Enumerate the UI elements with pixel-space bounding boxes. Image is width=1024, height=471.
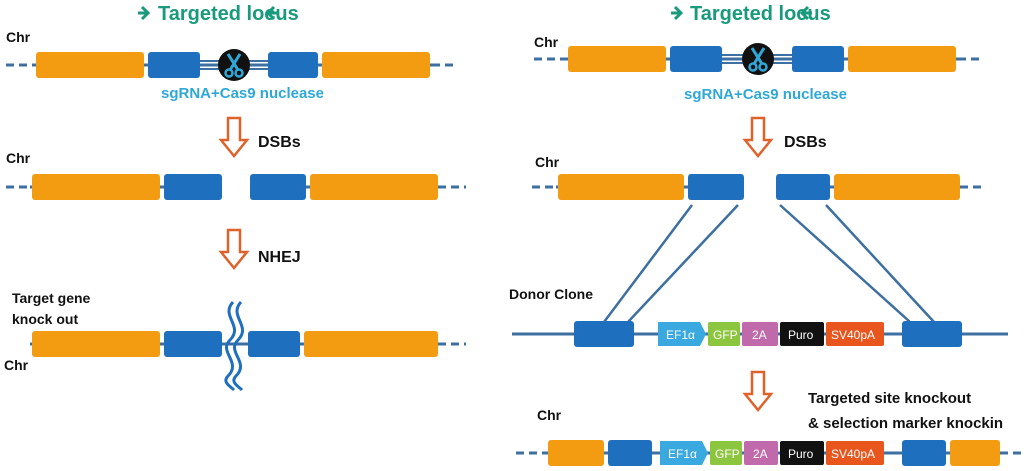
- t2a-box: [744, 441, 778, 465]
- exon-orange: [950, 440, 1000, 466]
- right-nuclease-label: sgRNA+Cas9 nuclease: [684, 86, 847, 103]
- scissors-icon: [740, 41, 776, 77]
- down-arrow-icon: [743, 116, 773, 158]
- polya-label: SV40pA: [831, 328, 875, 342]
- right-arrow-icon: [138, 5, 151, 21]
- right-chr-label-3: Chr: [537, 407, 562, 423]
- exon-blue: [268, 52, 318, 78]
- homology-arm-left: [574, 321, 634, 347]
- exon-blue: [608, 440, 652, 466]
- puro-label: Puro: [788, 447, 814, 461]
- puro-label: Puro: [788, 328, 814, 342]
- left-knockout-label-2: knock out: [12, 311, 78, 327]
- result-label-2: & selection marker knockin: [808, 415, 1003, 432]
- polya-box: [826, 322, 884, 346]
- polya-box: [826, 441, 884, 465]
- exon-orange: [834, 174, 960, 200]
- left-chromosome-2: [6, 174, 466, 200]
- exon-blue: [164, 174, 222, 200]
- right-arrow-icon: [671, 5, 684, 21]
- gfp-label: GFP: [713, 328, 738, 342]
- left-nuclease-label: sgRNA+Cas9 nuclease: [161, 85, 324, 102]
- homology-line: [603, 204, 693, 323]
- exon-orange: [310, 174, 438, 200]
- left-chr-label-2: Chr: [6, 150, 31, 166]
- gfp-box: [710, 441, 742, 465]
- puro-box: [780, 322, 824, 346]
- right-chr-label-1: Chr: [534, 34, 559, 50]
- donor-label: Donor Clone: [509, 286, 593, 302]
- left-chromosome-1: [6, 47, 458, 83]
- exon-blue: [776, 174, 830, 200]
- polya-label: SV40pA: [831, 447, 875, 461]
- exon-orange: [548, 440, 604, 466]
- t2a-label: 2A: [753, 447, 768, 461]
- homology-line: [627, 204, 739, 323]
- left-locus-title: Targeted locus: [138, 3, 299, 25]
- exon-orange: [32, 331, 160, 357]
- left-arrow-icon: [799, 5, 812, 21]
- promoter-arrow: [660, 441, 708, 465]
- promoter-label: EF1α: [668, 447, 697, 461]
- exon-orange: [558, 174, 684, 200]
- exon-blue: [792, 46, 844, 72]
- right-chromosome-1: [534, 41, 984, 77]
- wavy-break-icon: [224, 300, 245, 392]
- t2a-box: [742, 322, 778, 346]
- left-chr-label-1: Chr: [6, 29, 31, 45]
- gfp-label: GFP: [715, 447, 740, 461]
- exon-orange: [304, 331, 438, 357]
- t2a-label: 2A: [752, 328, 767, 342]
- right-dsb-label: DSBs: [784, 134, 827, 151]
- exon-blue: [248, 331, 300, 357]
- exon-orange: [848, 46, 956, 72]
- promoter-label: EF1α: [666, 328, 695, 342]
- left-panel: Targeted locus Chr sgRNA+Cas9 nuclease D…: [4, 3, 466, 392]
- exon-orange: [568, 46, 666, 72]
- homology-line: [779, 204, 911, 323]
- right-chromosome-2: [532, 174, 984, 200]
- promoter-arrow: [658, 322, 706, 346]
- right-chr-label-2: Chr: [535, 154, 560, 170]
- exon-blue: [670, 46, 722, 72]
- right-chromosome-knockin: EF1α GFP 2A Puro SV40pA: [516, 440, 1022, 466]
- exon-blue: [250, 174, 306, 200]
- right-panel: Targeted locus Chr sgRNA+Cas9 nuclease D…: [509, 3, 1022, 466]
- left-knockout-label-1: Target gene: [12, 290, 91, 306]
- exon-blue: [164, 331, 222, 357]
- left-chr-label-3: Chr: [4, 357, 29, 373]
- left-dsb-label: DSBs: [258, 134, 301, 151]
- exon-blue: [688, 174, 744, 200]
- homology-line: [825, 204, 935, 323]
- right-locus-title: Targeted locus: [671, 3, 831, 25]
- right-locus-text: Targeted locus: [690, 3, 831, 25]
- down-arrow-icon: [219, 228, 249, 270]
- left-nhej-label: NHEJ: [258, 249, 301, 266]
- exon-orange: [32, 174, 160, 200]
- puro-box: [780, 441, 824, 465]
- down-arrow-icon: [219, 116, 249, 158]
- exon-blue: [148, 52, 200, 78]
- homology-crossover-lines: [603, 204, 935, 323]
- exon-orange: [36, 52, 144, 78]
- gfp-box: [708, 322, 740, 346]
- left-arrow-icon: [265, 5, 278, 21]
- exon-blue: [902, 440, 946, 466]
- scissors-icon: [216, 47, 252, 83]
- donor-construct: EF1α GFP 2A Puro SV40pA: [512, 321, 1008, 347]
- homology-arm-right: [902, 321, 962, 347]
- left-locus-text: Targeted locus: [158, 3, 299, 25]
- left-chromosome-3: [30, 300, 466, 392]
- down-arrow-icon: [743, 370, 773, 412]
- result-label-1: Targeted site knockout: [808, 390, 971, 407]
- exon-orange: [322, 52, 430, 78]
